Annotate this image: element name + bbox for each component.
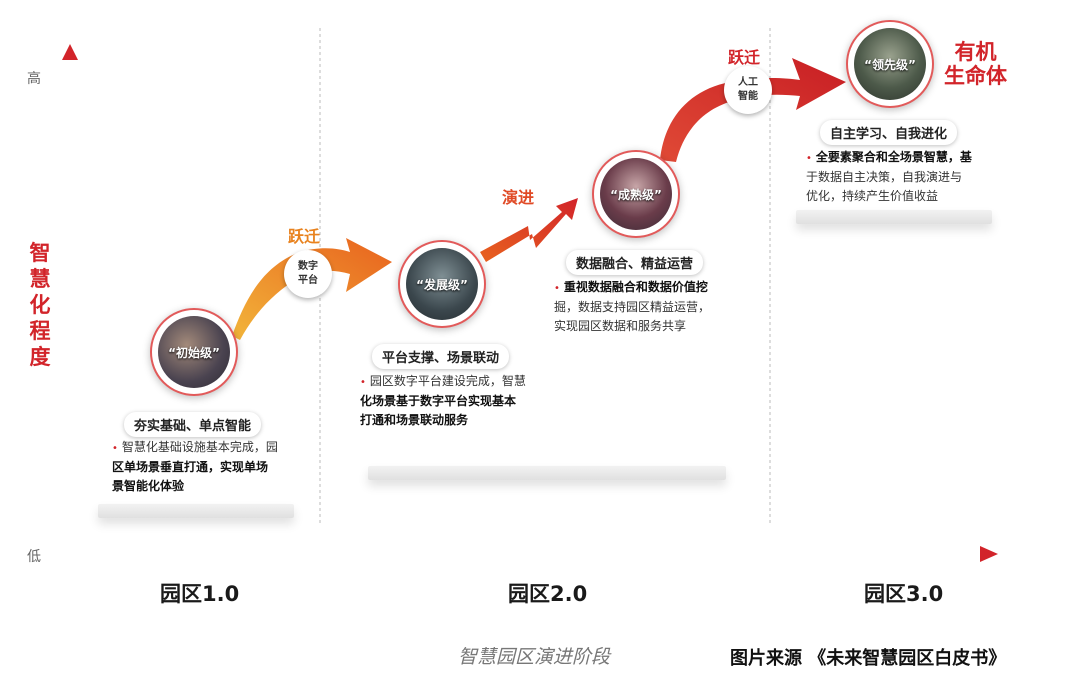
organic-life-label: 有机 生命体 xyxy=(944,40,1007,88)
transition-arrow-1 xyxy=(232,238,392,340)
y-axis-label: 智 慧 化 程 度 xyxy=(28,240,52,370)
transition-arrow-3 xyxy=(660,58,846,162)
y-label-char: 智 xyxy=(29,241,51,265)
desc-line: 于数据自主决策，自我演进与 xyxy=(806,170,963,184)
desc-line: 实现园区数据和服务共享 xyxy=(554,319,687,333)
figure-caption: 智慧园区演进阶段 xyxy=(458,646,611,668)
stage-desc-3: •重视数据融合和数据价值挖 掘，数据支持园区精益运营， 实现园区数据和服务共享 xyxy=(554,280,711,333)
y-label-char: 化 xyxy=(29,293,51,317)
transition-arrow-2 xyxy=(480,198,578,262)
y-label-char: 度 xyxy=(29,345,51,369)
shelf-1 xyxy=(98,504,294,518)
axis-low-label: 低 xyxy=(27,549,41,565)
transition-label-2: 演进 xyxy=(502,188,535,207)
ai-badge: 人工智能 xyxy=(724,66,772,114)
y-axis-arrowhead xyxy=(62,44,78,60)
desc-line: 优化，持续产生价值收益 xyxy=(806,189,939,203)
city-photo-2: “发展级” xyxy=(406,248,478,320)
city-photo-3: “成熟级” xyxy=(600,158,672,230)
stage-node-3: “成熟级” xyxy=(592,150,680,238)
x-axis-arrowhead xyxy=(980,546,998,562)
stage-title-1: 园区1.0 xyxy=(160,582,240,606)
shelf-4 xyxy=(796,210,992,224)
stage-subtitle-4: 自主学习、自我进化 xyxy=(820,120,958,145)
desc-line: 掘，数据支持园区精益运营， xyxy=(554,300,711,314)
organic-line: 有机 xyxy=(954,40,997,64)
y-label-char: 程 xyxy=(29,319,51,343)
axis-high-label: 高 xyxy=(27,71,41,87)
level-label-2: “发展级” xyxy=(416,277,468,292)
desc-line: 全要素聚合和全场景智慧，基 xyxy=(815,150,972,164)
desc-line: 智慧化基础设施基本完成，园 xyxy=(121,440,278,454)
stage-node-2: “发展级” xyxy=(398,240,486,328)
city-photo-4: “领先级” xyxy=(854,28,926,100)
stage-desc-4: •全要素聚合和全场景智慧，基 于数据自主决策，自我演进与 优化，持续产生价值收益 xyxy=(806,150,972,203)
level-label-3: “成熟级” xyxy=(610,187,662,202)
transition-label-1: 跃迁 xyxy=(288,227,321,246)
organic-line: 生命体 xyxy=(944,64,1007,88)
stage-title-3: 园区3.0 xyxy=(864,582,944,606)
badge-line: 数字 xyxy=(298,261,318,272)
image-source: 图片来源 《未来智慧园区白皮书》 xyxy=(730,648,1007,669)
desc-line: 打通和场景联动服务 xyxy=(360,413,469,427)
city-photo-1: “初始级” xyxy=(158,316,230,388)
stage-node-1: “初始级” xyxy=(150,308,238,396)
digital-platform-badge: 数字平台 xyxy=(284,250,332,298)
desc-line: 化场景基于数字平台实现基本 xyxy=(360,394,517,408)
stage-subtitle-1: 夯实基础、单点智能 xyxy=(124,412,262,437)
stage-node-4: “领先级” xyxy=(846,20,934,108)
stage-subtitle-3: 数据融合、精益运营 xyxy=(566,250,704,275)
transition-label-3: 跃迁 xyxy=(728,48,761,67)
desc-line: 景智能化体验 xyxy=(112,479,185,493)
stage-subtitle-2: 平台支撑、场景联动 xyxy=(372,344,510,369)
level-label-4: “领先级” xyxy=(864,57,916,72)
desc-line: 重视数据融合和数据价值挖 xyxy=(563,280,708,294)
stage-desc-1: •智慧化基础设施基本完成，园 区单场景垂直打通，实现单场 景智能化体验 xyxy=(112,440,278,493)
shelf-2 xyxy=(368,466,726,480)
badge-line: 智能 xyxy=(738,91,758,102)
level-label-1: “初始级” xyxy=(168,345,220,360)
desc-line: 区单场景垂直打通，实现单场 xyxy=(112,460,269,474)
stage-desc-2: •园区数字平台建设完成，智慧 化场景基于数字平台实现基本 打通和场景联动服务 xyxy=(360,374,526,427)
y-label-char: 慧 xyxy=(29,267,51,291)
stage-title-2: 园区2.0 xyxy=(508,582,588,606)
desc-line: 园区数字平台建设完成，智慧 xyxy=(369,374,526,388)
badge-line: 平台 xyxy=(298,275,318,286)
badge-line: 人工 xyxy=(738,77,758,88)
